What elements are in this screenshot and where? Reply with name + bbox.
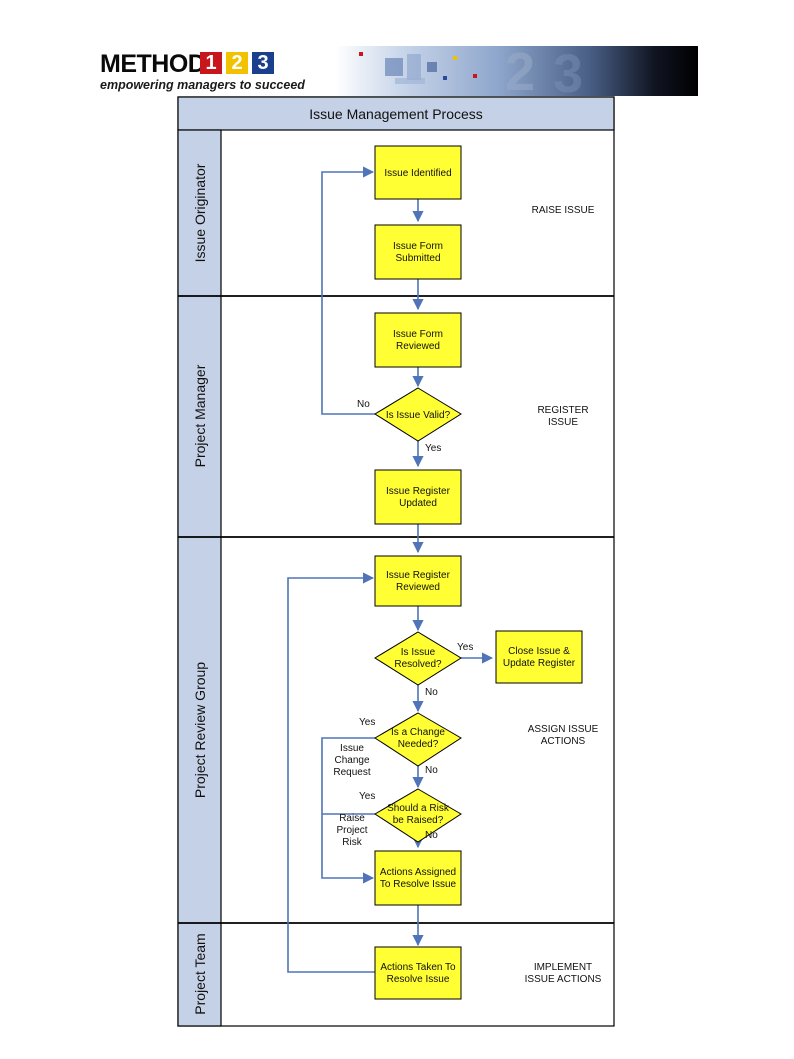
node-issue-register-updated	[374, 469, 462, 525]
node-issue-register-reviewed	[374, 555, 462, 607]
branch-label-resolved-yes: Yes	[457, 642, 473, 653]
decision-is-issue-valid	[374, 387, 462, 442]
lane-label-project-manager: Project Manager	[192, 364, 208, 467]
lane-label-project-review-group: Project Review Group	[192, 662, 208, 798]
branch-label-valid-no: No	[357, 399, 370, 410]
phase-label-raise-issue: RAISE ISSUE	[532, 205, 595, 216]
logo-digit-three: 3	[252, 52, 274, 74]
branch-label-valid-yes: Yes	[425, 443, 441, 454]
company-logo: METHOD 1 2 3 empowering managers to succ…	[98, 46, 698, 96]
branch-label-resolved-no: No	[425, 687, 438, 698]
branch-label-change-no: No	[425, 765, 438, 776]
node-issue-identified	[374, 145, 462, 200]
logo-tagline: empowering managers to succeed	[100, 78, 305, 92]
node-actions-taken	[374, 946, 462, 1000]
node-issue-form-submitted	[374, 224, 462, 280]
node-text-issue-identified: Issue Identified	[384, 168, 451, 179]
branch-label-risk-no: No	[425, 830, 438, 841]
node-issue-form-reviewed	[374, 312, 462, 368]
svg-text:2: 2	[505, 46, 535, 96]
node-actions-assigned	[374, 850, 462, 906]
connector-change-yes	[321, 737, 375, 884]
connector-valid-no-loop	[321, 166, 375, 415]
diagram-header	[177, 96, 615, 131]
node-text-close-issue: Close Issue &Update Register	[503, 646, 576, 669]
lane-label-column	[177, 129, 222, 1027]
branch-label-risk-yes: Yes	[359, 791, 375, 802]
logo-digit-one: 1	[200, 52, 222, 74]
logo-banner-image: 2 3	[335, 46, 698, 96]
decision-should-risk-be-raised	[374, 788, 462, 843]
decision-is-change-needed	[374, 712, 462, 767]
decision-is-issue-resolved	[374, 631, 462, 686]
logo-brand-text: METHOD	[100, 50, 206, 78]
svg-text:3: 3	[553, 46, 583, 96]
diagram-title: Issue Management Process	[309, 106, 483, 122]
lane-label-issue-originator: Issue Originator	[192, 163, 208, 262]
connector-taken-loop	[287, 572, 375, 973]
logo-digit-two: 2	[226, 52, 248, 74]
connectors	[287, 166, 494, 973]
node-close-issue	[495, 630, 583, 684]
node-text-is-issue-valid: Is Issue Valid?	[386, 410, 451, 421]
lane-label-project-team: Project Team	[192, 933, 208, 1014]
branch-label-change-yes: Yes	[359, 717, 375, 728]
